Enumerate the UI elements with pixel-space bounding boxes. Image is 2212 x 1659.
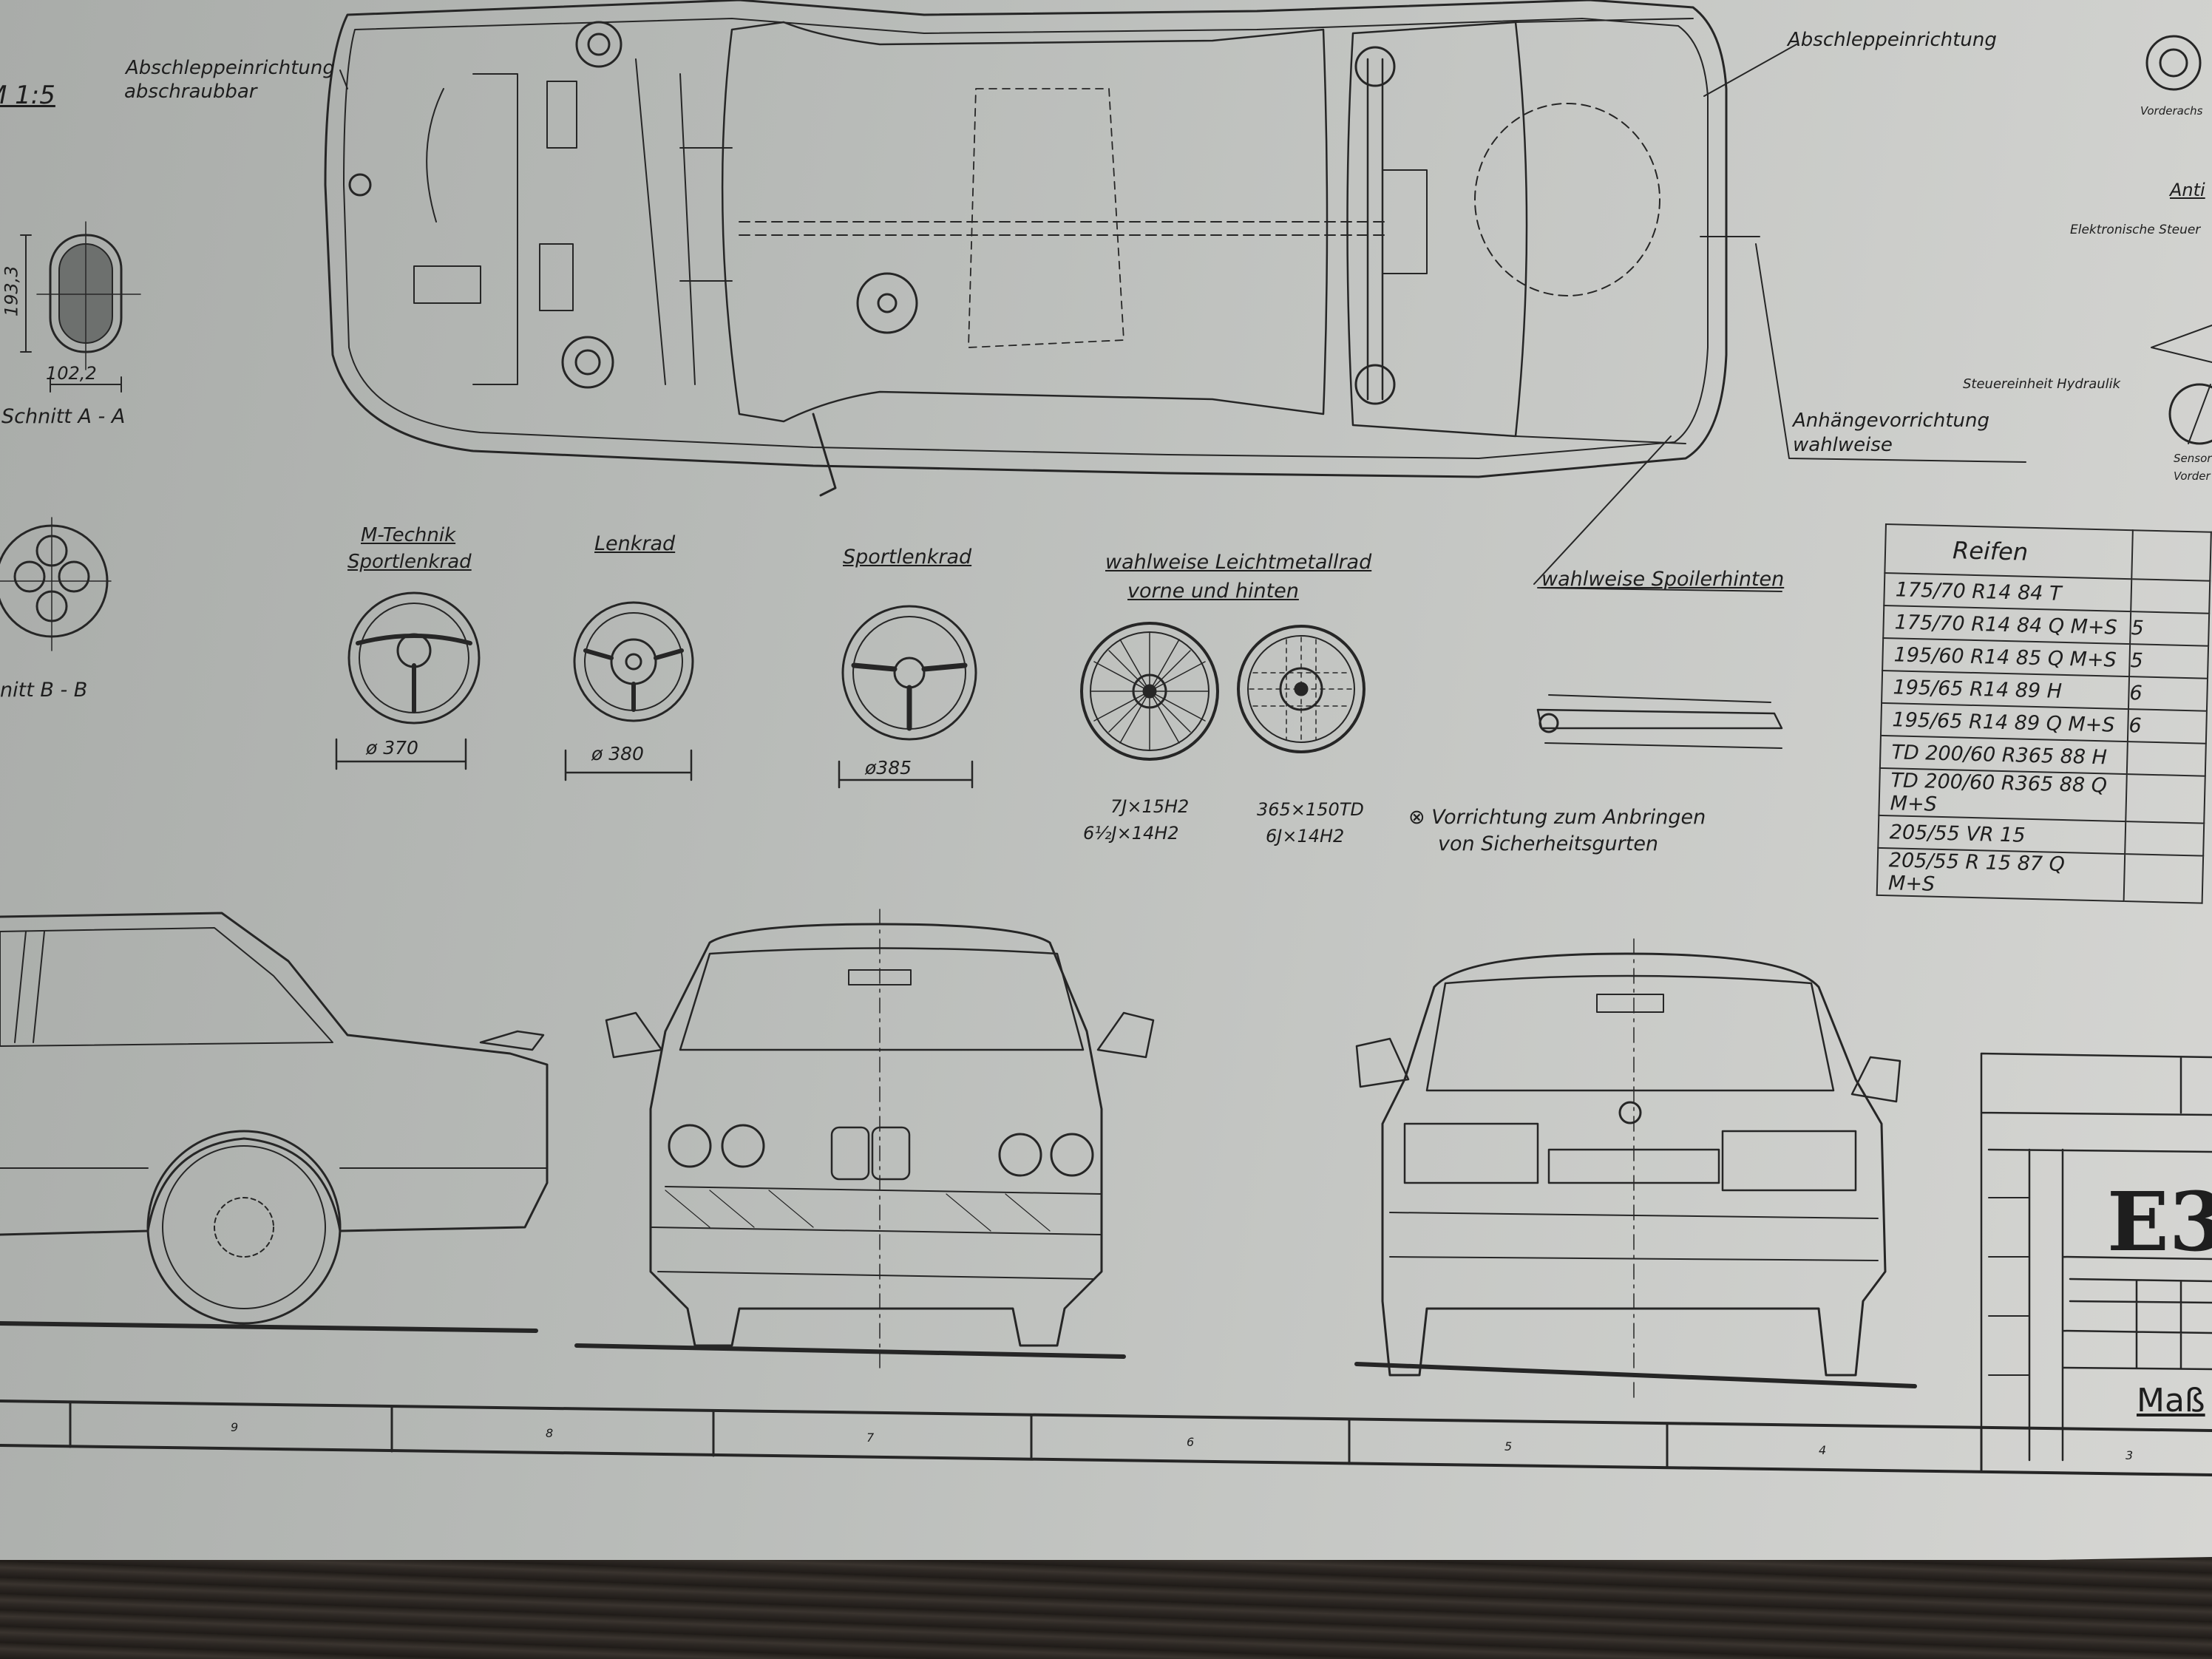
hitch-label-1: Anhängevorrichtung xyxy=(1793,410,1989,432)
alloy-label-2: vorne und hinten xyxy=(1127,580,1299,603)
table-row: TD 200/60 R365 88 Q M+S xyxy=(1879,767,2205,824)
tyre-table-side-header xyxy=(2131,530,2211,581)
tyre-side-value xyxy=(2126,774,2205,824)
diameter-380: ø 380 xyxy=(591,743,644,764)
frame-number-4: 4 xyxy=(1819,1443,1827,1457)
alloy-label-1: wahlweise Leichtmetallrad xyxy=(1105,551,1372,574)
abs-detail-drawing xyxy=(2145,35,2212,445)
tyre-side-value xyxy=(2125,821,2205,856)
frame-number-8: 8 xyxy=(546,1426,554,1440)
diameter-385: ø385 xyxy=(865,757,912,778)
blueprint-drawing xyxy=(0,0,2212,1476)
section-b-b-drawing xyxy=(0,517,112,651)
sportlenkrad-label: Sportlenkrad xyxy=(843,546,972,569)
frame-number-9: 9 xyxy=(231,1420,239,1434)
spoiler-label: wahlweise Spoilerhinten xyxy=(1541,568,1785,591)
anti-label: Anti xyxy=(2170,180,2205,200)
car-rear-view xyxy=(1354,938,1917,1398)
frame-number-6: 6 xyxy=(1187,1435,1195,1449)
steering-wheel-mtech xyxy=(335,591,481,770)
alloy-wheel-td xyxy=(1237,625,1365,753)
mtech-label-2: Sportlenkrad xyxy=(347,551,472,573)
lenkrad-label: Lenkrad xyxy=(594,532,676,555)
frame-border xyxy=(0,1400,2212,1476)
tyre-side-value: 6 xyxy=(2127,709,2207,744)
tyre-side-value: 5 xyxy=(2130,611,2210,646)
section-a-a-drawing xyxy=(20,221,141,393)
blueprint-sheet: M 1:5 Abschleppeinrichtung abschraubbar … xyxy=(0,0,2212,1597)
belt-label-1: ⊗ Vorrichtung zum Anbringen xyxy=(1408,806,1706,829)
wheel1-size-1: 7J×15H2 xyxy=(1110,796,1190,817)
rear-spoiler-drawing xyxy=(1536,694,1783,749)
car-front-view xyxy=(574,909,1155,1368)
wheel2-size-2: 6J×14H2 xyxy=(1266,826,1345,847)
tyre-table-header-row: Reifen xyxy=(1884,524,2211,581)
frame-number-5: 5 xyxy=(1504,1439,1513,1453)
diameter-370: ø 370 xyxy=(366,737,418,759)
table-row: 205/55 R 15 87 Q M+S xyxy=(1876,847,2204,903)
sensor-label-1: Sensor xyxy=(2174,452,2212,465)
tow-rear-label: Abschleppeinrichtung xyxy=(1788,29,1997,51)
tyre-side-value xyxy=(2126,742,2206,776)
steering-wheel-sport xyxy=(838,605,977,789)
frame-number-7: 7 xyxy=(866,1431,875,1445)
scale-label: M 1:5 xyxy=(0,81,55,110)
hitch-label-2: wahlweise xyxy=(1793,434,1893,456)
tyre-size: 205/55 R 15 87 Q M+S xyxy=(1876,847,2126,902)
section-a-label: Schnitt A - A xyxy=(1,405,126,428)
tyre-side-value: 6 xyxy=(2128,676,2208,711)
tow-front-label-2: abschraubbar xyxy=(124,81,257,103)
mtech-label-1: M-Technik xyxy=(361,524,456,546)
tow-front-label-1: Abschleppeinrichtung xyxy=(126,57,335,79)
title-e3: E3 xyxy=(2107,1174,2212,1269)
car-top-view xyxy=(324,0,2026,592)
steuereinheit-label: Steuereinheit Hydraulik xyxy=(1963,376,2121,392)
tyre-size: TD 200/60 R365 88 Q M+S xyxy=(1879,767,2127,822)
alloy-wheel-crossspoke xyxy=(1080,622,1219,761)
tyre-side-value: 5 xyxy=(2129,644,2209,679)
car-side-view xyxy=(0,912,549,1333)
belt-label-2: von Sicherheitsgurten xyxy=(1438,832,1659,855)
frame-number-3: 3 xyxy=(2126,1448,2134,1462)
wheel1-size-2: 6½J×14H2 xyxy=(1083,823,1179,844)
section-a-dim-width: 102,2 xyxy=(46,363,97,384)
steering-wheel-standard xyxy=(564,601,694,781)
tyre-side-value xyxy=(2131,579,2211,614)
tyre-table-header: Reifen xyxy=(1884,524,2133,580)
section-a-dim-height: 193,3 xyxy=(1,265,22,317)
title-block xyxy=(1980,1052,2212,1462)
wheel2-size-1: 365×150TD xyxy=(1257,799,1364,820)
tyre-side-value xyxy=(2123,854,2204,903)
title-mass: Maß xyxy=(2137,1382,2205,1419)
vorderachse-label: Vorderachs xyxy=(2140,104,2203,118)
section-b-label: nitt B - B xyxy=(0,679,88,702)
sensor-label-2: Vorder xyxy=(2174,469,2211,483)
wooden-table-background xyxy=(0,1560,2212,1659)
elektronische-label: Elektronische Steuer xyxy=(2070,223,2201,237)
